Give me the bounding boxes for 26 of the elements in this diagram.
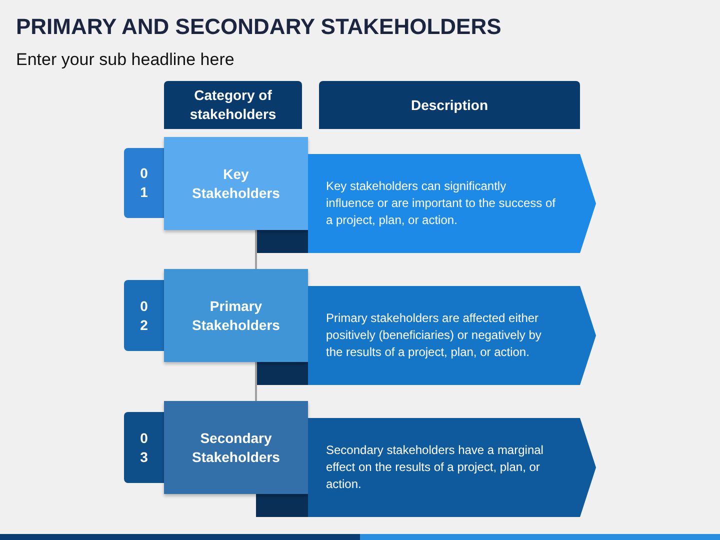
header-box: [319, 81, 580, 129]
number-badge: [124, 280, 164, 351]
description-text: Secondary stakeholders have a marginal effect on the results of a project, plan, or action.: [326, 442, 544, 493]
category-text: Key Stakeholders: [191, 164, 281, 202]
subtitle: Enter your sub headline here: [16, 50, 234, 70]
connector-line: [255, 230, 257, 269]
header-text: Description: [410, 96, 489, 114]
number-text: 0 1: [139, 164, 149, 202]
description-text: Primary stakeholders are affected either positively (beneficiaries) or negatively by the results of a project, plan, or action.: [326, 310, 542, 361]
category-box: [164, 269, 308, 362]
category-text: Primary Stakeholders: [191, 296, 281, 334]
number-badge: [124, 412, 164, 483]
description-banner: [308, 418, 596, 517]
description-text: Key stakeholders can significantly influence or are important to the success of a project, plan, or action.: [326, 178, 556, 229]
title: PRIMARY AND SECONDARY STAKEHOLDERS: [16, 14, 502, 40]
category-box: [164, 137, 308, 230]
number-text: 0 3: [139, 428, 149, 466]
number-text: 0 2: [139, 296, 149, 334]
description-banner: [308, 286, 596, 385]
connector-line: [255, 362, 257, 401]
description-banner: [308, 154, 596, 253]
category-box: [164, 401, 308, 494]
header-text: Category of stakeholders: [188, 86, 278, 124]
number-badge: [124, 148, 164, 218]
header-box: [164, 81, 302, 129]
category-text: Secondary Stakeholders: [191, 428, 281, 466]
